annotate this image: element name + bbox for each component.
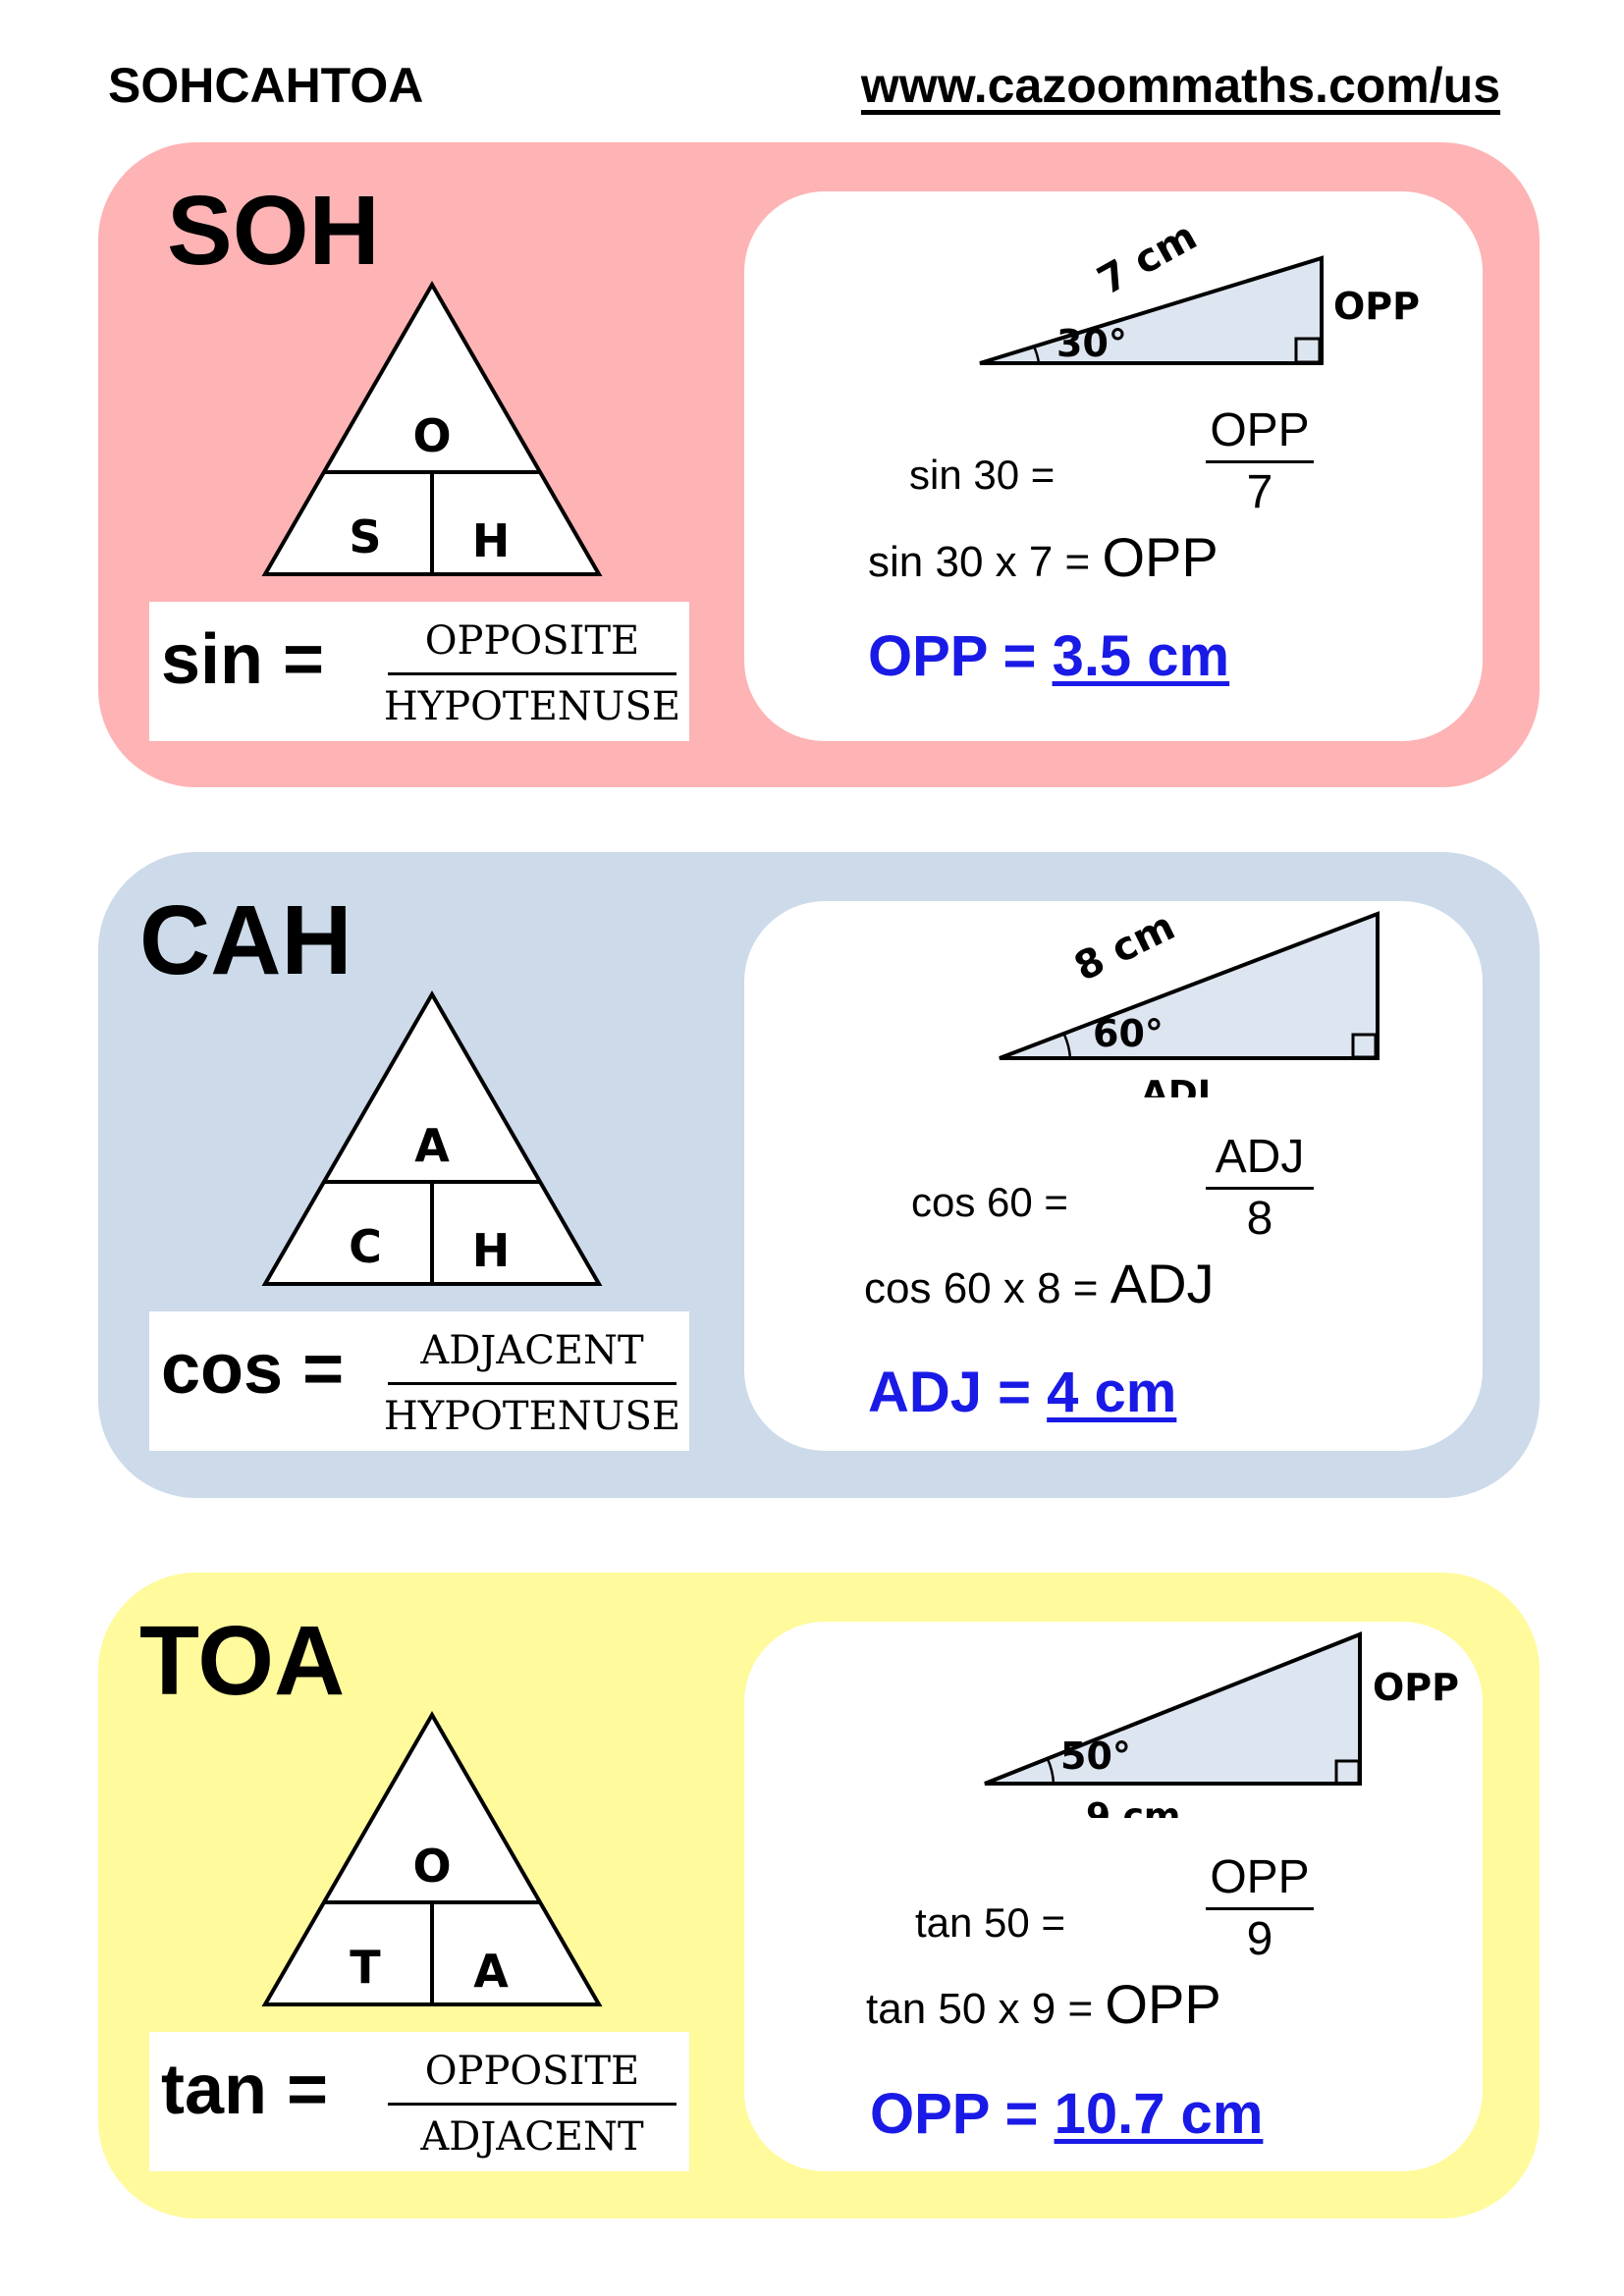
answer-lhs: ADJ = <box>868 1361 1032 1424</box>
equation-1-lhs: tan 50 = <box>915 1899 1065 1946</box>
fraction-denominator: 8 <box>1246 1193 1273 1245</box>
fraction-bar <box>1206 1907 1314 1910</box>
formula-denominator: HYPOTENUSE <box>383 684 681 729</box>
formula-fraction: ADJACENT HYPOTENUSE <box>380 1321 684 1446</box>
cah-formula-triangle: A C H <box>261 989 603 1286</box>
opposite-label: OPP <box>1373 1666 1459 1709</box>
equation-2: tan 50 x 9 = OPP <box>866 1972 1221 2036</box>
hypotenuse-label: 8 cm <box>1067 904 1181 990</box>
equation-2-rhs: OPP <box>1102 526 1218 588</box>
cah-panel: CAH A C H cos = ADJACENT HYPOTENUSE 8 cm… <box>98 852 1540 1498</box>
formula-numerator: OPPOSITE <box>424 2049 640 2094</box>
equation-2-rhs: OPP <box>1105 1973 1221 2035</box>
equation-1-lhs: sin 30 = <box>909 452 1056 498</box>
triangle-top-letter: A <box>414 1119 450 1172</box>
formula-lhs: sin = <box>161 620 325 699</box>
website-link[interactable]: www.cazoommaths.com/us <box>860 58 1500 113</box>
answer-value: 3.5 cm <box>1052 624 1230 688</box>
formula-denominator: HYPOTENUSE <box>383 1394 681 1439</box>
formula-fraction: OPPOSITE HYPOTENUSE <box>380 612 684 736</box>
fraction-bar <box>1206 1187 1314 1190</box>
formula-lhs: tan = <box>161 2051 329 2129</box>
cos-formula-box: cos = ADJACENT HYPOTENUSE <box>149 1311 689 1451</box>
formula-fraction: OPPOSITE ADJACENT <box>380 2042 684 2166</box>
triangle-right-letter: H <box>472 514 511 567</box>
equation-2-lhs: tan 50 x 9 = <box>866 1985 1094 2033</box>
equation-2-lhs: cos 60 x 8 = <box>864 1264 1099 1312</box>
answer: OPP = 10.7 cm <box>870 2081 1263 2147</box>
opposite-label: OPP <box>1333 285 1420 328</box>
soh-formula-triangle: O S H <box>261 280 603 576</box>
triangle-left-letter: C <box>349 1220 382 1273</box>
adjacent-label: ADJ <box>1141 1074 1211 1097</box>
hypotenuse-label: 7 cm <box>1091 214 1205 304</box>
formula-numerator: OPPOSITE <box>424 618 640 664</box>
cah-heading: CAH <box>139 885 352 995</box>
soh-example-card: 7 cm 30° OPP sin 30 = OPP 7 sin 30 x 7 =… <box>744 191 1483 741</box>
adjacent-length-label: 9 cm <box>1086 1796 1180 1818</box>
answer: ADJ = 4 cm <box>868 1360 1176 1425</box>
answer: OPP = 3.5 cm <box>868 623 1229 689</box>
answer-value: 10.7 cm <box>1054 2082 1264 2146</box>
sin-formula-box: sin = OPPOSITE HYPOTENUSE <box>149 602 689 741</box>
formula-numerator: ADJACENT <box>420 1328 644 1373</box>
equation-1-fraction: OPP 7 <box>1206 405 1314 518</box>
tan-formula-box: tan = OPPOSITE ADJACENT <box>149 2032 689 2171</box>
equation-2-rhs: ADJ <box>1110 1253 1215 1314</box>
triangle-top-letter: O <box>412 1840 451 1893</box>
fraction-numerator: OPP <box>1210 404 1310 456</box>
triangle-right-letter: H <box>472 1224 511 1277</box>
triangle-left-letter: S <box>349 510 381 563</box>
angle-label: 60° <box>1093 1012 1164 1055</box>
page-title: SOHCAHTOA <box>108 58 424 113</box>
equation-2: cos 60 x 8 = ADJ <box>864 1252 1215 1315</box>
triangle-right-letter: A <box>473 1945 509 1998</box>
equation-1-fraction: ADJ 8 <box>1206 1132 1314 1245</box>
fraction-denominator: 9 <box>1246 1913 1273 1965</box>
soh-heading: SOH <box>167 176 380 286</box>
toa-example-card: 50° OPP 9 cm tan 50 = OPP 9 tan 50 x 9 =… <box>744 1622 1483 2171</box>
answer-value: 4 cm <box>1047 1361 1177 1424</box>
angle-label: 30° <box>1056 322 1127 365</box>
angle-label: 50° <box>1060 1735 1131 1778</box>
fraction-bar <box>1206 460 1314 463</box>
answer-lhs: OPP = <box>868 624 1037 688</box>
equation-1-fraction: OPP 9 <box>1206 1852 1314 1965</box>
equation-2: sin 30 x 7 = OPP <box>868 525 1218 589</box>
triangle-left-letter: T <box>350 1941 381 1994</box>
fraction-bar <box>388 1382 677 1385</box>
equation-2-lhs: sin 30 x 7 = <box>868 538 1091 586</box>
toa-formula-triangle: O T A <box>261 1710 603 2006</box>
soh-panel: SOH O S H sin = OPPOSITE HYPOTENUSE 7 cm… <box>98 142 1540 787</box>
fraction-numerator: OPP <box>1210 1851 1310 1903</box>
equation-1-lhs: cos 60 = <box>911 1179 1068 1225</box>
formula-denominator: ADJACENT <box>420 2114 644 2160</box>
formula-lhs: cos = <box>161 1330 345 1409</box>
answer-lhs: OPP = <box>870 2082 1039 2146</box>
fraction-denominator: 7 <box>1246 466 1273 518</box>
cah-example-card: 8 cm 60° ADJ cos 60 = ADJ 8 cos 60 x 8 =… <box>744 901 1483 1451</box>
cah-right-triangle: 8 cm 60° ADJ <box>999 904 1380 1097</box>
soh-right-triangle: 7 cm 30° OPP <box>979 214 1420 365</box>
toa-panel: TOA O T A tan = OPPOSITE ADJACENT 50° OP… <box>98 1573 1540 2218</box>
toa-right-triangle: 50° OPP 9 cm <box>984 1631 1459 1818</box>
fraction-bar <box>388 672 677 675</box>
fraction-numerator: ADJ <box>1215 1131 1305 1183</box>
fraction-bar <box>388 2103 677 2106</box>
toa-heading: TOA <box>139 1606 346 1716</box>
triangle-top-letter: O <box>412 409 451 462</box>
